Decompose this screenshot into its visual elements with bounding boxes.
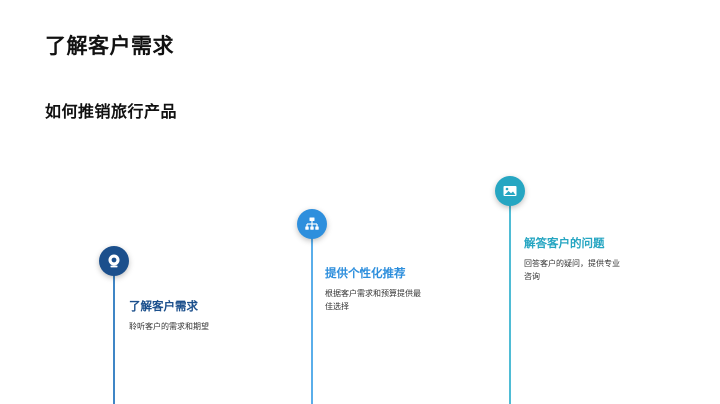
step-2-title: 提供个性化推荐: [325, 266, 406, 280]
webcam-icon: [106, 253, 122, 269]
timeline-node-1: [99, 246, 129, 276]
image-icon: [502, 183, 518, 199]
slide-title: 了解客户需求: [45, 34, 174, 58]
timeline-node-2: [297, 209, 327, 239]
step-1-description: 聆听客户的需求和期望: [129, 322, 209, 331]
timeline-line-2: [311, 226, 313, 404]
step-3-description: 回答客户的疑问，提供专业咨询: [524, 259, 620, 281]
timeline-node-3: [495, 176, 525, 206]
step-2-description: 根据客户需求和预算提供最佳选择: [325, 289, 421, 311]
step-1-title: 了解客户需求: [129, 299, 198, 313]
timeline-line-1: [113, 262, 115, 404]
slide-subtitle: 如何推销旅行产品: [45, 102, 178, 121]
hierarchy-icon: [304, 216, 320, 232]
timeline-line-3: [509, 192, 511, 404]
step-3-title: 解答客户的问题: [524, 236, 605, 250]
